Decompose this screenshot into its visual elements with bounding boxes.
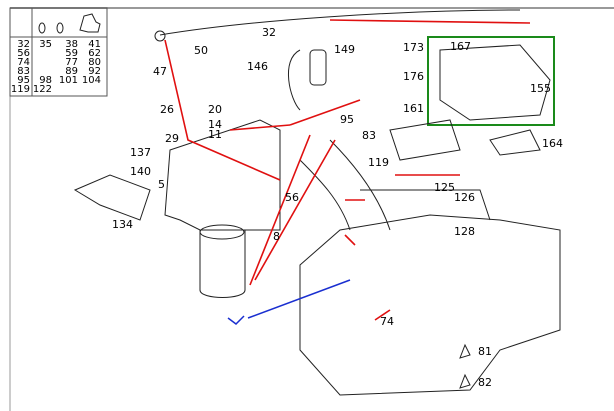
o-ring-icon: [38, 22, 46, 34]
table-cell: 32: [17, 39, 30, 50]
part-label-29[interactable]: 29: [165, 132, 179, 145]
part-label-134[interactable]: 134: [112, 218, 133, 231]
part-label-14[interactable]: 14: [208, 118, 222, 131]
fuel-lines: [299, 139, 491, 231]
part-label-82[interactable]: 82: [478, 376, 492, 389]
part-label-164[interactable]: 164: [542, 137, 563, 150]
pointer-arrow: [247, 279, 351, 319]
flow-arrow: [344, 234, 356, 246]
table-cell: 74: [17, 57, 30, 68]
bracket-134: [73, 174, 151, 221]
table-cell: 80: [88, 57, 101, 68]
flow-arrows: [164, 19, 531, 321]
part-label-26[interactable]: 26: [160, 103, 174, 116]
part-label-5[interactable]: 5: [158, 178, 165, 191]
part-155: [439, 44, 551, 121]
part-label-161[interactable]: 161: [403, 102, 424, 115]
table-cell: 41: [88, 39, 101, 50]
line-32: [159, 9, 521, 36]
part-label-32[interactable]: 32: [262, 26, 276, 39]
table-cell: 89: [65, 66, 78, 77]
flow-arrow: [374, 309, 391, 321]
part-label-119[interactable]: 119: [368, 156, 389, 169]
injection-pump: [299, 214, 561, 396]
o-ring-icon: [56, 22, 64, 34]
table-cell: 98: [39, 75, 52, 86]
part-label-56[interactable]: 56: [285, 191, 299, 204]
part-label-167[interactable]: 167: [450, 40, 471, 53]
engine-parts: [73, 9, 561, 396]
part-label-146[interactable]: 146: [247, 60, 268, 73]
hose-clamp-icon: [79, 13, 101, 33]
valve-149: [309, 49, 327, 86]
table-cell: 83: [17, 66, 30, 77]
oil-filter-8: [199, 229, 246, 298]
table-cell: 92: [88, 66, 101, 77]
part-label-50[interactable]: 50: [194, 44, 208, 57]
table-cell: 122: [33, 84, 52, 95]
part-label-126[interactable]: 126: [454, 191, 475, 204]
table-frame: [9, 7, 108, 97]
table-cell: 56: [17, 48, 30, 59]
part-label-74[interactable]: 74: [380, 315, 394, 328]
table-cell: 59: [65, 48, 78, 59]
filter-top: [199, 224, 245, 240]
table-cell: 35: [39, 39, 52, 50]
part-label-83[interactable]: 83: [362, 129, 376, 142]
flow-arrow: [249, 134, 311, 286]
flow-arrow: [229, 124, 291, 131]
part-label-20[interactable]: 20: [208, 103, 222, 116]
clamps-81-82: [459, 343, 471, 389]
part-label-95[interactable]: 95: [340, 113, 354, 126]
table-cell: 77: [65, 57, 78, 68]
part-label-155[interactable]: 155: [530, 82, 551, 95]
part-label-125[interactable]: 125: [434, 181, 455, 194]
part-label-140[interactable]: 140: [130, 165, 151, 178]
flow-arrow: [289, 99, 361, 126]
table-cell: 62: [88, 48, 101, 59]
table-cell: 38: [65, 39, 78, 50]
part-label-128[interactable]: 128: [454, 225, 475, 238]
part-label-137[interactable]: 137: [130, 146, 151, 159]
part-label-81[interactable]: 81: [478, 345, 492, 358]
fitting: [154, 30, 166, 42]
gasket-161: [389, 119, 461, 161]
highlight-box-155: [427, 36, 555, 126]
filter-bracket-5: [164, 119, 281, 231]
pointer-mark: [227, 315, 245, 325]
flow-arrow: [329, 19, 531, 24]
flow-arrow: [254, 139, 336, 281]
table-cell: 101: [59, 75, 78, 86]
table-cell: 119: [11, 84, 30, 95]
bracket-164: [489, 129, 541, 156]
table-cell: 104: [82, 75, 101, 86]
part-label-11[interactable]: 11: [208, 128, 222, 141]
hose-146: [287, 49, 301, 111]
part-label-47[interactable]: 47: [153, 65, 167, 78]
part-label-176[interactable]: 176: [403, 70, 424, 83]
part-label-8[interactable]: 8: [273, 230, 280, 243]
part-label-149[interactable]: 149: [334, 43, 355, 56]
flow-arrow: [164, 39, 281, 181]
table-cell: 95: [17, 75, 30, 86]
part-label-173[interactable]: 173: [403, 41, 424, 54]
